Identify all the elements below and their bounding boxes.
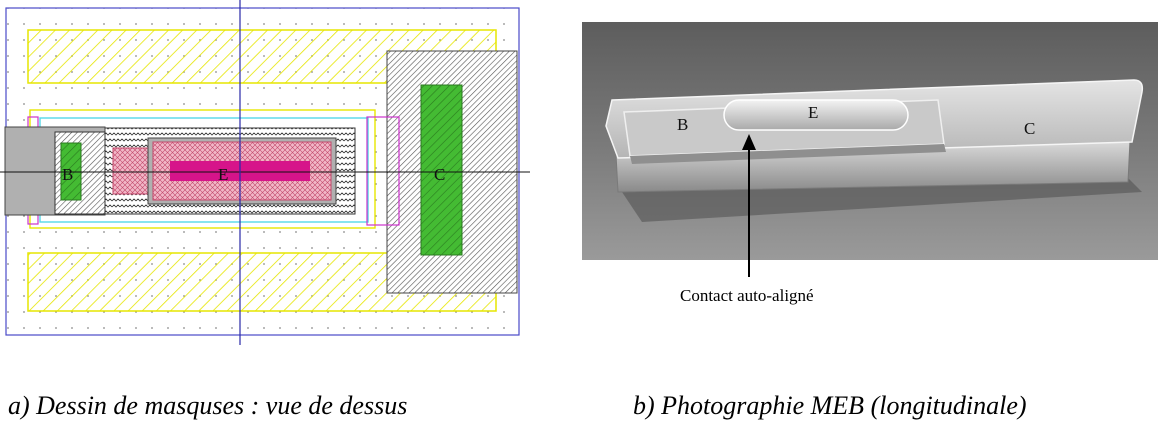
magenta-right [366, 116, 400, 226]
mask-label-b: B [62, 165, 73, 184]
base-mesa-edge [630, 144, 946, 164]
emitter-pill [723, 99, 909, 131]
collector-green [420, 84, 463, 256]
mask-label-c: C [434, 165, 445, 184]
mask-label-e: E [218, 165, 228, 184]
caption-sem-photo: b) Photographie MEB (longitudinale) [633, 391, 1027, 420]
mask-layout-drawing: B E C [0, 0, 530, 345]
caption-mask-drawing: a) Dessin de masquses : vue de dessus [8, 391, 408, 420]
annotation-arrow [742, 134, 756, 277]
sem-label-e: E [808, 103, 818, 122]
emitter-pink-left [112, 147, 150, 195]
sem-label-c: C [1024, 119, 1035, 138]
sem-photograph: B E C [582, 22, 1158, 260]
sem-label-b: B [677, 115, 688, 134]
self-aligned-contact-label: Contact auto-aligné [680, 286, 814, 305]
